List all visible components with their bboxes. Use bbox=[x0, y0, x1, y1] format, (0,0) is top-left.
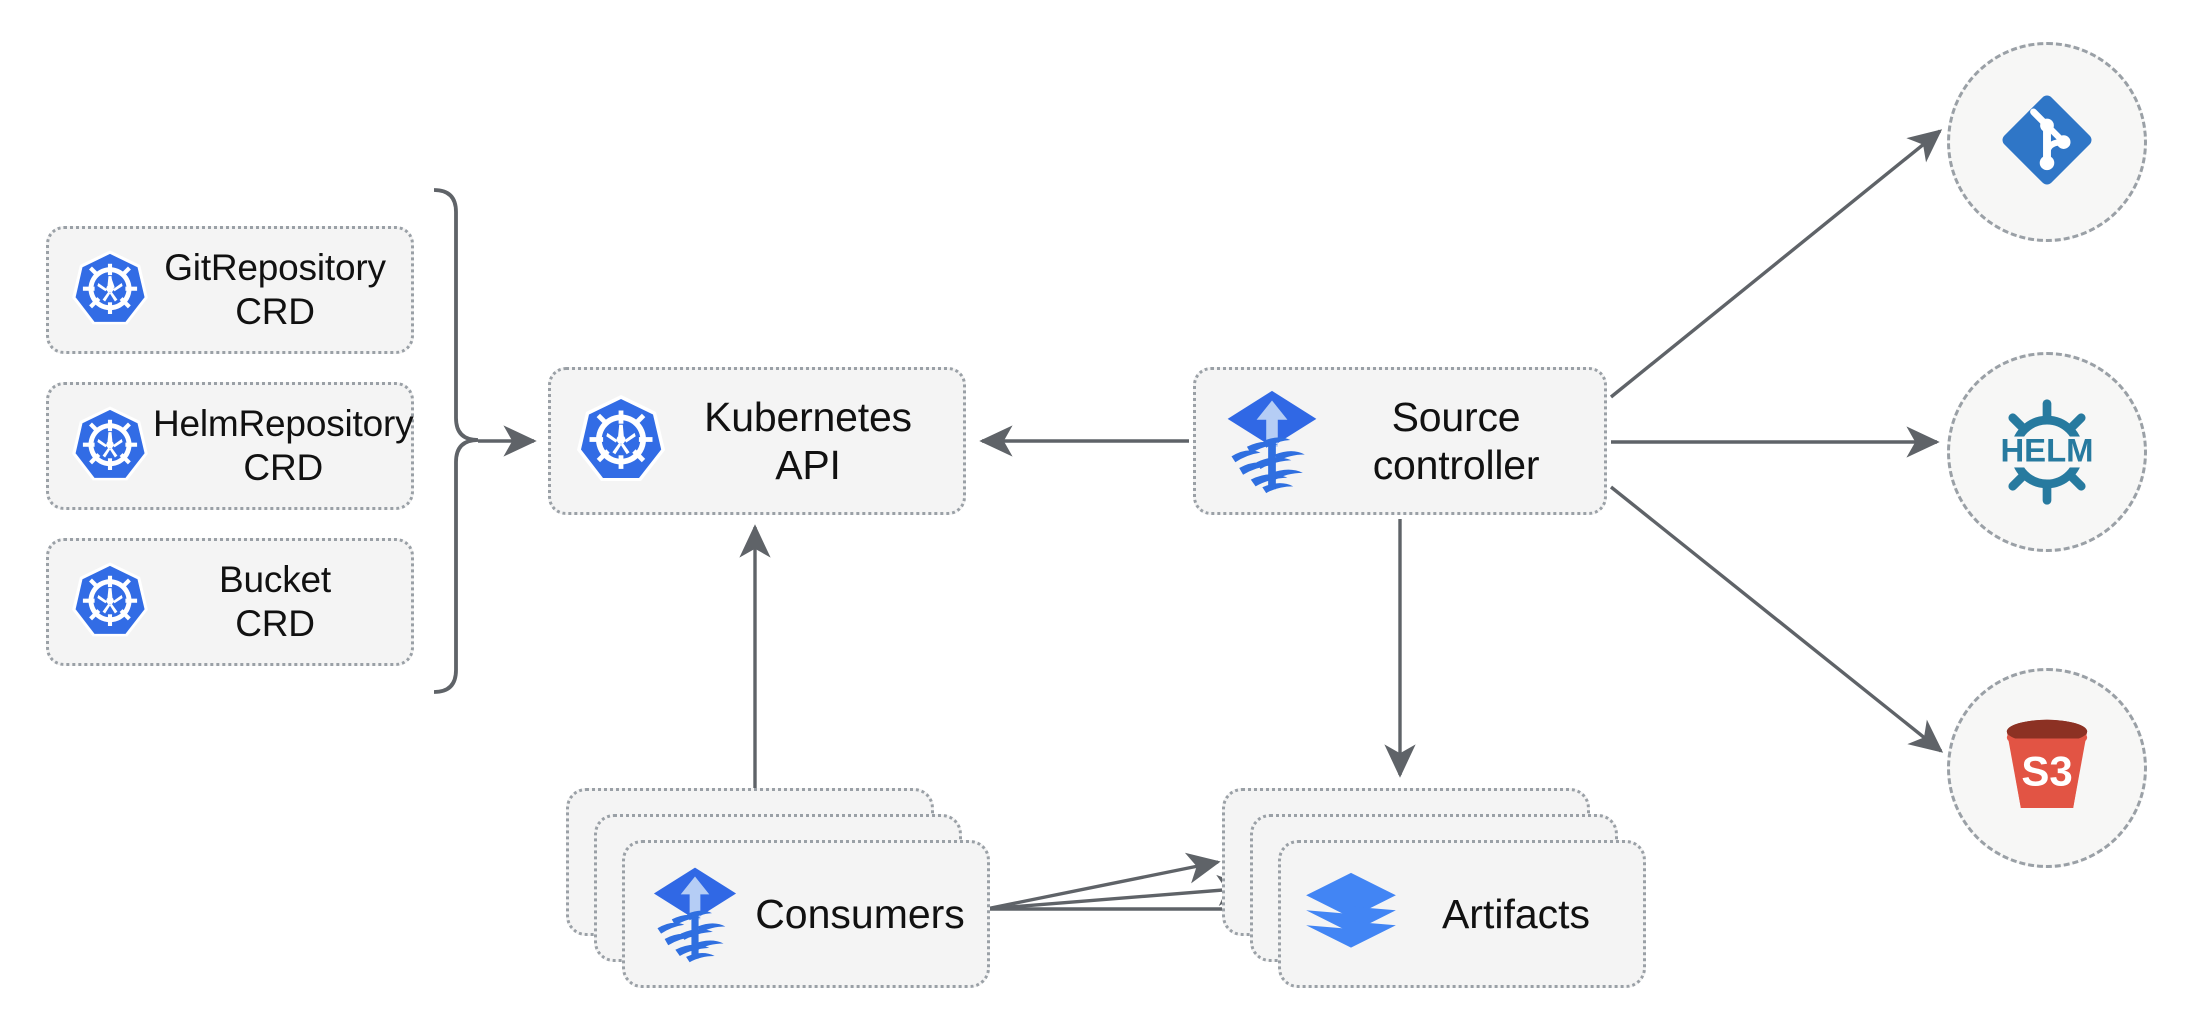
kubernetes-icon bbox=[571, 391, 671, 491]
external-git[interactable] bbox=[1947, 42, 2147, 242]
stack-sheet-front[interactable]: Artifacts bbox=[1278, 840, 1646, 988]
node-label: Kubernetes API bbox=[704, 393, 912, 488]
flux-icon bbox=[647, 862, 743, 966]
crd-card-label: HelmRepository CRD bbox=[153, 403, 414, 488]
helm-icon: HELM bbox=[1989, 394, 2105, 510]
flux-icon bbox=[1222, 387, 1322, 495]
edge-consumers-to-artifacts-1 bbox=[985, 852, 1221, 911]
git-icon bbox=[1995, 88, 2099, 197]
node-artifacts[interactable]: Artifacts bbox=[1222, 788, 1646, 988]
edge-source-to-s3 bbox=[1609, 485, 1944, 753]
edge-source-to-git bbox=[1609, 129, 1943, 399]
crd-card-helmrepository[interactable]: HelmRepository CRD bbox=[46, 382, 414, 510]
crd-card-label: GitRepository CRD bbox=[164, 247, 386, 332]
external-helm[interactable]: HELM bbox=[1947, 352, 2147, 552]
crd-card-gitrepository[interactable]: GitRepository CRD bbox=[46, 226, 414, 354]
external-s3[interactable]: S3 bbox=[1947, 668, 2147, 868]
layers-icon bbox=[1303, 862, 1399, 966]
kubernetes-icon bbox=[67, 247, 153, 333]
edge-consumers-to-artifacts-2 bbox=[985, 874, 1251, 911]
crd-group-brace bbox=[433, 188, 479, 694]
s3-icon: S3 bbox=[1991, 714, 2103, 823]
node-label: Artifacts bbox=[1441, 890, 1591, 937]
crd-card-bucket[interactable]: Bucket CRD bbox=[46, 538, 414, 666]
stack-sheet-front[interactable]: Consumers bbox=[622, 840, 990, 988]
kubernetes-icon bbox=[67, 403, 153, 489]
kubernetes-icon bbox=[67, 559, 153, 645]
crd-card-label: Bucket CRD bbox=[219, 559, 331, 644]
node-source-controller[interactable]: Source controller bbox=[1193, 367, 1607, 515]
node-label: Consumers bbox=[755, 890, 965, 937]
node-consumers[interactable]: Consumers bbox=[566, 788, 990, 988]
node-kubernetes-api[interactable]: Kubernetes API bbox=[548, 367, 966, 515]
helm-wordmark: HELM bbox=[2000, 432, 2093, 469]
node-label: Source controller bbox=[1372, 393, 1540, 488]
s3-wordmark: S3 bbox=[2021, 747, 2072, 794]
